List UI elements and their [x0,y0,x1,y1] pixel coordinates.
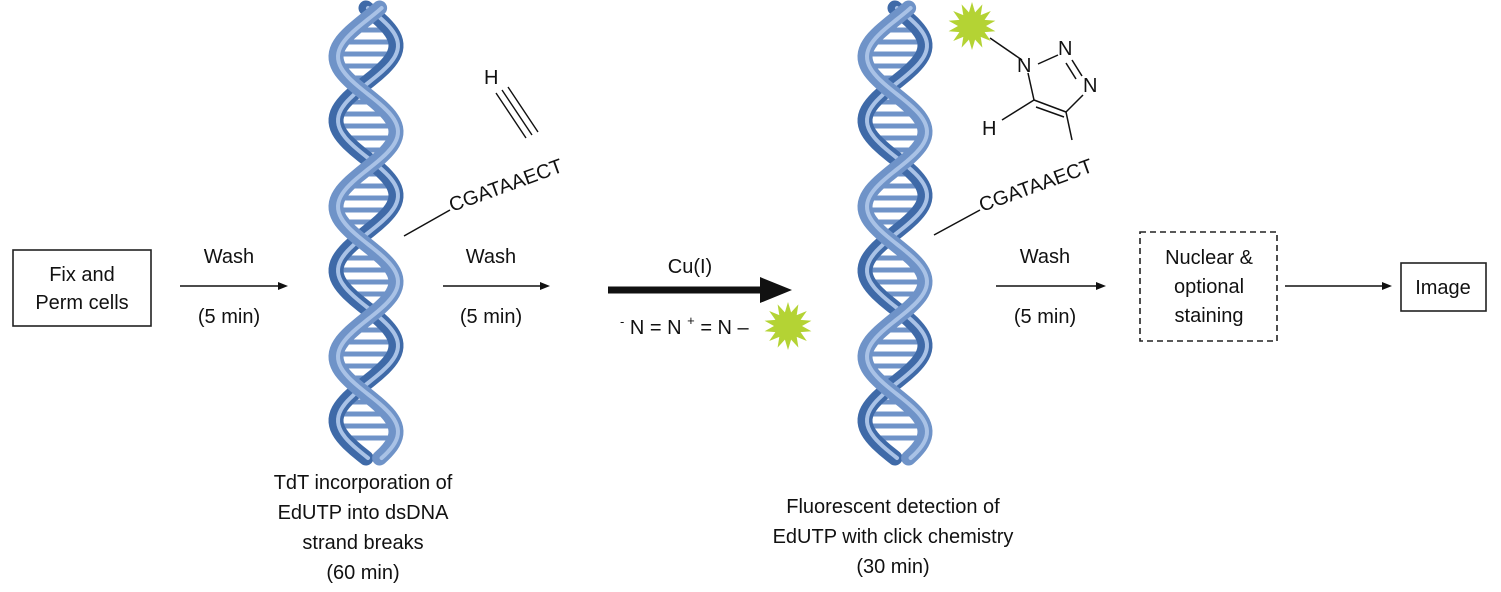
dna-helix-2 [857,0,933,466]
image-box: Image [1400,262,1487,312]
fluorophore-star-2 [948,2,996,50]
dna-strand-highlight [865,6,929,460]
fix-perm-line-1: Fix and [49,264,115,286]
fix-perm-line-2: Perm cells [35,292,128,314]
dna1-annotation: CGATAAECT H [403,67,566,237]
dna-strand-highlight [336,6,400,460]
triazole-n2: N [1058,38,1072,60]
nuclear-line-3: staining [1175,305,1244,327]
azide-formula: - N = N + = N – [620,308,750,339]
nuclear-staining-box: Nuclear & optional staining [1139,231,1278,342]
wash-time-2: (5 min) [460,306,522,328]
wash-time-1: (5 min) [198,306,260,328]
wash-arrow-2: Wash (5 min) [443,246,550,328]
dna1-caption: TdT incorporation of EdUTP into dsDNA st… [274,472,453,584]
triazole-ring: N N N H [982,37,1097,141]
dna2-sequence: CGATAAECT [976,155,1096,216]
dna2-caption: Fluorescent detection of EdUTP with clic… [773,496,1014,578]
dna2-caption-line-3: (30 min) [856,556,929,578]
triazole-hydrogen: H [982,118,996,140]
wash-arrow-3: Wash (5 min) [996,246,1106,328]
dna-strand-highlight [865,6,929,460]
dna1-sequence: CGATAAECT [446,155,566,216]
nuclear-line-1: Nuclear & [1165,247,1253,269]
wash-arrow-1: Wash (5 min) [180,246,288,328]
fix-perm-box: Fix and Perm cells [12,249,152,327]
alkyne-hydrogen: H [484,67,498,89]
dna1-caption-line-4: (60 min) [326,562,399,584]
dna2-caption-line-1: Fluorescent detection of [786,496,1000,518]
dna-strand-highlight [336,6,400,460]
azide-part-2: = N – [700,317,749,339]
wash-time-3: (5 min) [1014,306,1076,328]
image-label: Image [1415,277,1471,299]
triazole-n1: N [1017,55,1031,77]
fluorophore-star-shape [948,2,996,50]
azide-part-1: N = N [630,317,682,339]
catalyst-label: Cu(I) [668,256,712,278]
wash-label-1: Wash [204,246,254,268]
triazole-n3: N [1083,75,1097,97]
dna2-annotation: CGATAAECT N N N H [933,2,1097,236]
dna1-caption-line-2: EdUTP into dsDNA [278,502,449,524]
dna1-caption-line-1: TdT incorporation of [274,472,453,494]
fluorophore-star-1 [764,302,812,350]
dna1-caption-line-3: strand breaks [302,532,423,554]
arrow-to-image [1285,282,1392,290]
fluorophore-star-shape [764,302,812,350]
dna2-caption-line-2: EdUTP with click chemistry [773,526,1014,548]
wash-label-3: Wash [1020,246,1070,268]
click-reaction-arrow: Cu(I) - N = N + = N – [608,256,812,350]
nuclear-line-2: optional [1174,276,1244,298]
wash-label-2: Wash [466,246,516,268]
azide-minus: - [620,314,624,329]
azide-plus: + [687,313,695,328]
dna-helix-1 [328,0,404,466]
